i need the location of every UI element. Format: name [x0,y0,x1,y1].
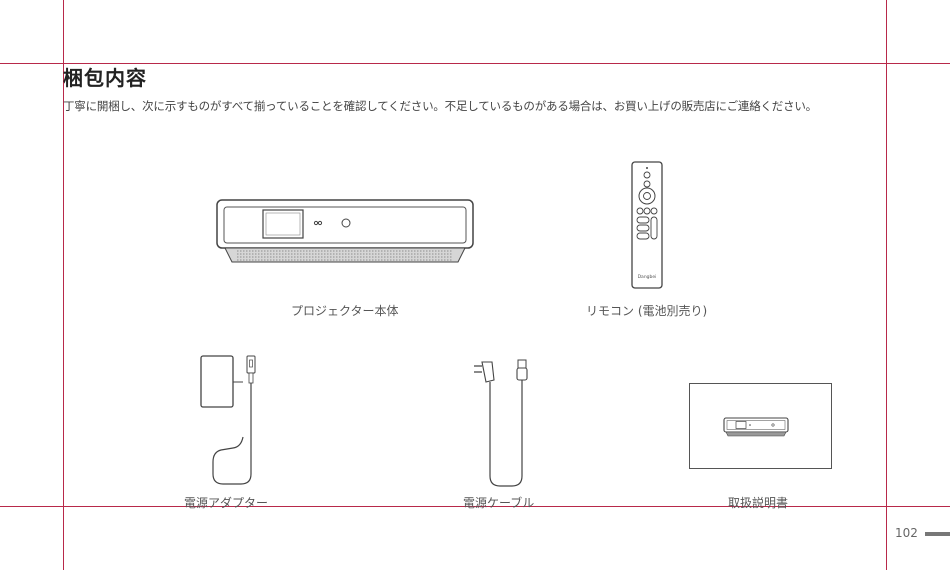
page-number: 102 [895,526,918,540]
manual-illustration [689,383,832,469]
power-adapter-illustration [195,352,270,492]
guide-line-right [886,0,887,570]
remote-brand-text: Dangbei [638,274,657,280]
power-adapter-label: 電源アダプター [184,494,268,511]
page-number-bar [925,532,950,536]
manual-cover-projector [723,417,791,437]
power-cable-illustration [470,358,540,490]
intro-text: 丁寧に開梱し、次に示すものがすべて揃っていることを確認してください。不足している… [63,98,817,114]
section-title: 梱包内容 [63,62,147,91]
remote-illustration: Dangbei [628,160,668,290]
manual-label: 取扱説明書 [728,494,788,511]
projector-label: プロジェクター本体 [291,302,399,319]
remote-label: リモコン (電池別売り) [586,302,707,319]
projector-illustration [215,198,477,266]
power-cable-label: 電源ケーブル [463,494,534,511]
